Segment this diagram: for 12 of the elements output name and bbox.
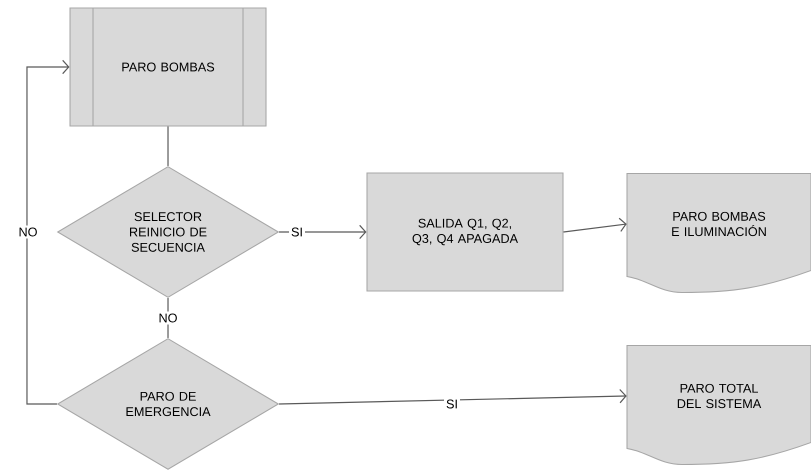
edge-label: SI (289, 226, 305, 238)
edge-label: NO (156, 312, 180, 324)
edge-label: SI (444, 398, 460, 410)
predefined-process-box: PARO BOMBAS (69, 7, 267, 127)
arrow (279, 389, 627, 405)
arrow (279, 224, 366, 240)
arrow (563, 218, 627, 233)
arrow (26, 60, 70, 405)
process-box: SALIDA Q1, Q2, Q3, Q4 APAGADA (366, 172, 564, 292)
connector-line (167, 298, 169, 338)
connector-line (167, 126, 169, 166)
edge-label: NO (16, 226, 40, 238)
